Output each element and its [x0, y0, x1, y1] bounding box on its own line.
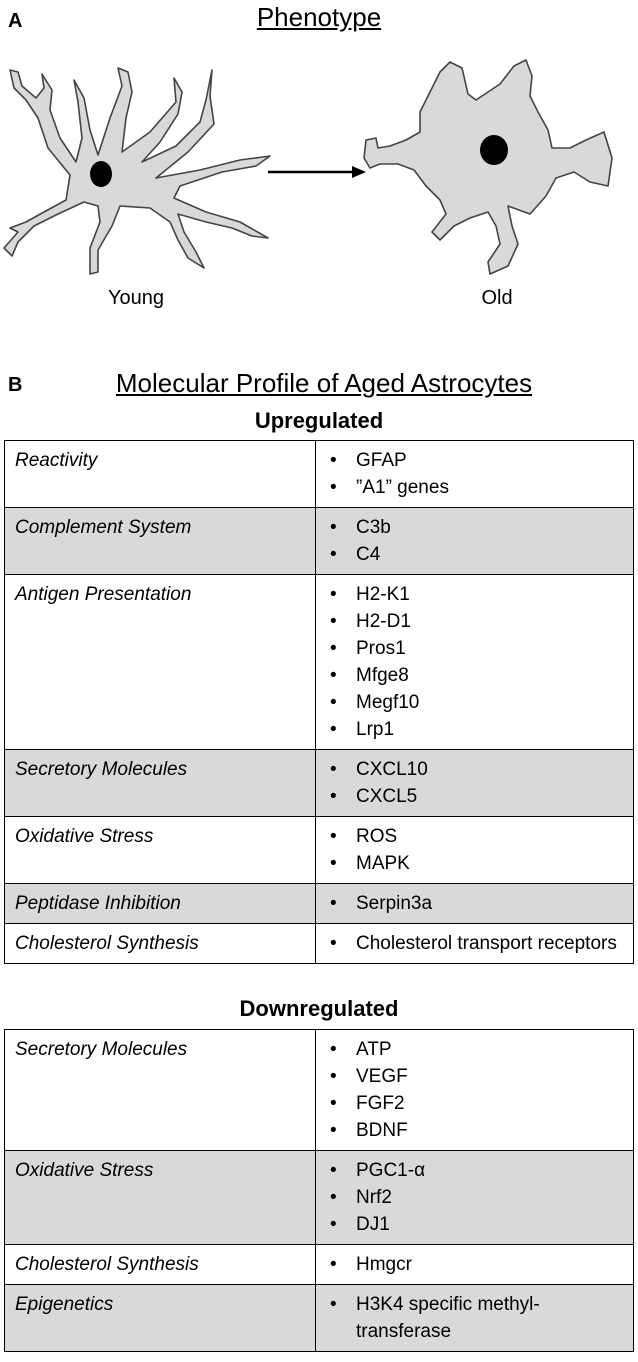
panel-a-letter: A [8, 10, 23, 32]
genes-cell: ROSMAPK [315, 816, 634, 884]
genes-cell: H3K4 specific methyl-transferase [315, 1284, 634, 1352]
gene-list: C3bC4 [326, 514, 623, 568]
genes-cell: GFAP”A1” genes [315, 440, 634, 508]
profile-row: Peptidase Inhibition Serpin3a [4, 883, 634, 924]
profile-row: Oxidative StressPGC1-αNrf2DJ1 [4, 1150, 634, 1245]
genes-cell: Cholesterol transport receptors [315, 923, 634, 964]
gene-item: ROS [326, 823, 623, 850]
profile-row: Oxidative StressROSMAPK [4, 816, 634, 884]
gene-item: Lrp1 [326, 716, 623, 743]
gene-list: CXCL10CXCL5 [326, 756, 623, 810]
profile-row: Cholesterol Synthesis Hmgcr [4, 1244, 634, 1285]
category-cell: Oxidative Stress [4, 1150, 316, 1245]
gene-list: Hmgcr [326, 1251, 623, 1278]
profile-row: Complement SystemC3bC4 [4, 507, 634, 575]
category-cell: Reactivity [4, 440, 316, 508]
gene-item: PGC1-α [326, 1157, 623, 1184]
gene-item: CXCL5 [326, 783, 623, 810]
aging-arrow [268, 166, 366, 178]
gene-item: ”A1” genes [326, 474, 623, 501]
panel-b-letter: B [8, 374, 23, 396]
phenotype-diagram [3, 59, 613, 275]
gene-item: Megf10 [326, 689, 623, 716]
profile-row: ReactivityGFAP”A1” genes [4, 440, 634, 508]
molecular-profile-title: Molecular Profile of Aged Astrocytes [115, 368, 533, 398]
gene-item: Cholesterol transport receptors [326, 930, 623, 957]
gene-item: H2-D1 [326, 608, 623, 635]
gene-item: H2-K1 [326, 581, 623, 608]
category-cell: Peptidase Inhibition [4, 883, 316, 924]
genes-cell: H2-K1H2-D1Pros1Mfge8Megf10Lrp1 [315, 574, 634, 750]
old-nucleus [480, 135, 508, 165]
gene-list: ATPVEGFFGF2BDNF [326, 1036, 623, 1144]
category-cell: Secretory Molecules [4, 749, 316, 817]
gene-item: Pros1 [326, 635, 623, 662]
gene-item: ATP [326, 1036, 623, 1063]
gene-list: ROSMAPK [326, 823, 623, 877]
old-astrocyte [363, 59, 613, 275]
profile-row: Cholesterol Synthesis Cholesterol transpo… [4, 923, 634, 964]
old-label: Old [481, 287, 513, 309]
category-cell: Oxidative Stress [4, 816, 316, 884]
genes-cell: Hmgcr [315, 1244, 634, 1285]
genes-cell: ATPVEGFFGF2BDNF [315, 1029, 634, 1151]
gene-item: FGF2 [326, 1090, 623, 1117]
gene-list: PGC1-αNrf2DJ1 [326, 1157, 623, 1238]
gene-list: Serpin3a [326, 890, 623, 917]
genes-cell: PGC1-αNrf2DJ1 [315, 1150, 634, 1245]
gene-list: GFAP”A1” genes [326, 447, 623, 501]
gene-item: DJ1 [326, 1211, 623, 1238]
category-cell: Complement System [4, 507, 316, 575]
gene-item: Nrf2 [326, 1184, 623, 1211]
gene-list: Cholesterol transport receptors [326, 930, 623, 957]
downregulated-title: Downregulated [239, 996, 399, 1021]
category-cell: Cholesterol Synthesis [4, 923, 316, 964]
gene-item: C4 [326, 541, 623, 568]
genes-cell: CXCL10CXCL5 [315, 749, 634, 817]
gene-item: Hmgcr [326, 1251, 623, 1278]
downregulated-table: Secretory MoleculesATPVEGFFGF2BDNFOxidat… [4, 1029, 634, 1352]
young-astrocyte-body [3, 67, 271, 275]
category-cell: Antigen Presentation [4, 574, 316, 750]
category-cell: Cholesterol Synthesis [4, 1244, 316, 1285]
young-nucleus [90, 161, 112, 187]
profile-row: Secretory MoleculesATPVEGFFGF2BDNF [4, 1029, 634, 1151]
genes-cell: C3bC4 [315, 507, 634, 575]
gene-item: MAPK [326, 850, 623, 877]
upregulated-title: Upregulated [254, 408, 384, 433]
profile-row: Antigen PresentationH2-K1H2-D1Pros1Mfge8… [4, 574, 634, 750]
profile-row: EpigeneticsH3K4 specific methyl-transfer… [4, 1284, 634, 1352]
gene-item: CXCL10 [326, 756, 623, 783]
category-cell: Secretory Molecules [4, 1029, 316, 1151]
gene-list: H3K4 specific methyl-transferase [326, 1291, 623, 1345]
gene-item: H3K4 specific methyl-transferase [326, 1291, 623, 1345]
young-astrocyte [3, 67, 271, 275]
gene-item: Mfge8 [326, 662, 623, 689]
gene-item: BDNF [326, 1117, 623, 1144]
gene-item: C3b [326, 514, 623, 541]
genes-cell: Serpin3a [315, 883, 634, 924]
gene-item: GFAP [326, 447, 623, 474]
gene-item: VEGF [326, 1063, 623, 1090]
gene-item: Serpin3a [326, 890, 623, 917]
phenotype-title: Phenotype [256, 2, 382, 32]
profile-row: Secretory MoleculesCXCL10CXCL5 [4, 749, 634, 817]
category-cell: Epigenetics [4, 1284, 316, 1352]
young-label: Young [108, 287, 164, 309]
old-astrocyte-body [363, 59, 613, 275]
gene-list: H2-K1H2-D1Pros1Mfge8Megf10Lrp1 [326, 581, 623, 743]
